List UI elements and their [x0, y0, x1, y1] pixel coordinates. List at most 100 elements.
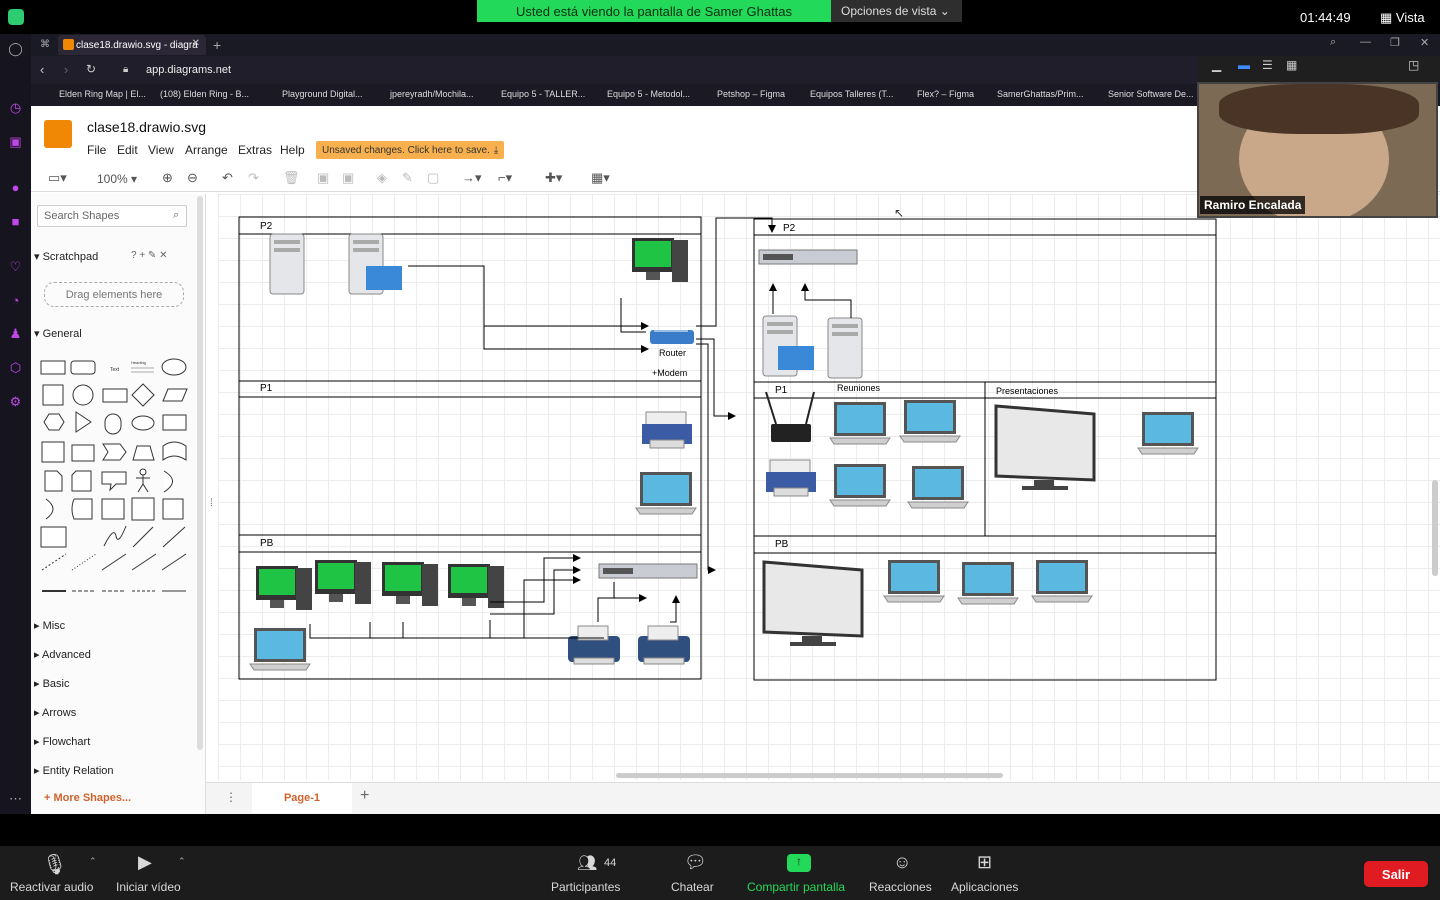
insert-icon[interactable]: ✚▾: [545, 170, 563, 185]
tv-screen-icon[interactable]: [994, 404, 1096, 492]
server-icon[interactable]: [827, 317, 863, 379]
video-options-icon[interactable]: ⌃: [178, 856, 186, 866]
bookmark-item[interactable]: Elden Ring Map | El...: [59, 89, 146, 99]
scratchpad-actions[interactable]: ? + ✎ ✕: [131, 250, 168, 261]
printer-icon[interactable]: [567, 625, 621, 665]
browser-search-icon[interactable]: ⌕: [1330, 36, 1337, 48]
bookmark-item[interactable]: jpereyradh/Mochila...: [390, 89, 474, 99]
grid-view-icon[interactable]: ▦: [1286, 58, 1298, 72]
bookmark-item[interactable]: Petshop – Figma: [717, 89, 786, 99]
section-basic[interactable]: ▸ Basic: [34, 678, 70, 690]
share-screen-button[interactable]: Compartir pantalla: [747, 880, 846, 894]
menu-edit[interactable]: Edit: [117, 143, 138, 157]
diagram-canvas[interactable]: [218, 194, 1440, 780]
window-restore-icon[interactable]: ❐: [1390, 37, 1400, 49]
window-minimize-icon[interactable]: —: [1360, 36, 1371, 48]
file-title[interactable]: clase18.drawio.svg: [87, 119, 207, 135]
messenger-icon[interactable]: ●: [11, 180, 20, 195]
participant-video[interactable]: [1197, 82, 1438, 218]
bookmark-item[interactable]: SamerGhattas/Prim...: [997, 89, 1084, 99]
format-panel-icon[interactable]: ▭▾: [48, 170, 67, 185]
bookmark-item[interactable]: Equipos Talleres (T...: [810, 89, 894, 99]
bookmark-item[interactable]: Equipo 5 - TALLER...: [501, 89, 586, 99]
laptop-icon[interactable]: [635, 471, 697, 515]
bookmark-item[interactable]: Flex? – Figma: [917, 89, 975, 99]
page-tab[interactable]: Page-1: [252, 783, 352, 813]
menu-view[interactable]: View: [148, 143, 174, 157]
bookmark-item[interactable]: (108) Elden Ring - B...: [160, 89, 250, 99]
speed-dial-icon[interactable]: ◷: [9, 100, 22, 115]
bookmark-item[interactable]: Senior Software De...: [1108, 89, 1194, 99]
line-color-icon[interactable]: ✎: [402, 170, 413, 185]
desktop-pc-icon[interactable]: [256, 566, 312, 610]
laptop-icon[interactable]: [1031, 559, 1093, 603]
chat-icon[interactable]: 💬︎: [684, 852, 707, 872]
printer-icon[interactable]: [637, 625, 691, 665]
apps-icon[interactable]: ⊞: [977, 852, 993, 872]
more-shapes-button[interactable]: + More Shapes...: [44, 792, 131, 804]
start-video-button[interactable]: Iniciar vídeo: [116, 880, 181, 894]
extensions-icon[interactable]: ⬡: [9, 360, 22, 375]
waypoints-icon[interactable]: ⌐▾: [498, 170, 513, 185]
section-advanced[interactable]: ▸ Advanced: [34, 649, 91, 661]
zoom-select[interactable]: 100% ▾: [97, 172, 138, 186]
to-back-icon[interactable]: ▣: [342, 170, 355, 185]
laptop-icon[interactable]: [1137, 411, 1199, 455]
new-tab-icon[interactable]: +: [213, 37, 222, 53]
video-off-icon[interactable]: ▶: [138, 852, 152, 872]
section-flowchart[interactable]: ▸ Flowchart: [34, 736, 91, 748]
redo-icon[interactable]: ↷: [248, 170, 259, 185]
laptop-icon[interactable]: [899, 399, 961, 443]
printer-icon[interactable]: [641, 411, 693, 449]
work-icon[interactable]: ▣: [9, 134, 22, 149]
desktop-pc-icon[interactable]: [448, 564, 504, 608]
more-icon[interactable]: ⋯: [9, 791, 22, 806]
switch-icon[interactable]: [758, 249, 858, 265]
search-icon[interactable]: ⌕: [173, 209, 180, 221]
mic-muted-icon[interactable]: 🎙︎: [42, 854, 68, 876]
bookmark-item[interactable]: Equipo 5 - Metodol...: [607, 89, 691, 99]
section-entity-relation[interactable]: ▸ Entity Relation: [34, 765, 114, 777]
opera-logo-icon[interactable]: ◯: [8, 41, 23, 56]
favorites-icon[interactable]: ♡: [9, 259, 22, 274]
laptop-icon[interactable]: [249, 627, 311, 671]
share-screen-icon[interactable]: ↑: [787, 854, 811, 872]
menu-arrange[interactable]: Arrange: [185, 143, 228, 157]
participants-button[interactable]: Participantes: [551, 880, 621, 894]
table-icon[interactable]: ▦▾: [591, 170, 610, 185]
sidebar-scrollbar[interactable]: [197, 196, 203, 750]
section-arrows[interactable]: ▸ Arrows: [34, 707, 77, 719]
user-icon[interactable]: ♟: [9, 326, 22, 341]
unmute-button[interactable]: Reactivar audio: [10, 880, 94, 894]
section-misc[interactable]: ▸ Misc: [34, 620, 66, 632]
reload-icon[interactable]: ↻: [86, 62, 97, 76]
desktop-pc-icon[interactable]: [315, 560, 371, 604]
fill-color-icon[interactable]: ◈: [377, 170, 387, 185]
router-icon[interactable]: [650, 330, 694, 344]
pages-menu-icon[interactable]: ⋮: [225, 790, 237, 804]
desktop-pc-icon[interactable]: [632, 238, 688, 282]
server-icon[interactable]: [269, 233, 305, 295]
menu-help[interactable]: Help: [280, 143, 305, 157]
unsaved-changes-button[interactable]: Unsaved changes. Click here to save.⤓: [316, 141, 504, 159]
network-diagram[interactable]: P2 P1 PB Router +Modem P2 P1 Reuniones P…: [218, 194, 1218, 694]
canvas-scrollbar[interactable]: [616, 773, 1003, 778]
exit-fullscreen-icon[interactable]: ◳: [1408, 58, 1420, 72]
tv-screen-icon[interactable]: [762, 560, 864, 648]
speaker-view-icon[interactable]: ▬: [1238, 58, 1250, 72]
close-tab-icon[interactable]: ✕: [191, 38, 200, 49]
search-shapes-input[interactable]: Search Shapes: [37, 205, 187, 227]
sidebar-collapse-handle[interactable]: ⁞: [210, 498, 213, 509]
laptop-icon[interactable]: [883, 559, 945, 603]
general-shapes-palette[interactable]: Text Heading: [36, 354, 196, 604]
scratchpad-dropzone[interactable]: Drag elements here: [44, 282, 184, 307]
window-close-icon[interactable]: ✕: [1420, 37, 1430, 49]
strip-view-icon[interactable]: ☰: [1262, 58, 1273, 72]
settings-icon[interactable]: ⚙: [9, 394, 22, 409]
minimize-video-icon[interactable]: ▁: [1212, 58, 1222, 72]
apps-button[interactable]: Aplicaciones: [951, 880, 1019, 894]
zoom-out-icon[interactable]: ⊖: [187, 170, 198, 185]
laptop-icon[interactable]: [957, 561, 1019, 605]
audio-options-icon[interactable]: ⌃: [89, 856, 97, 866]
discord-icon[interactable]: ■: [11, 214, 20, 229]
